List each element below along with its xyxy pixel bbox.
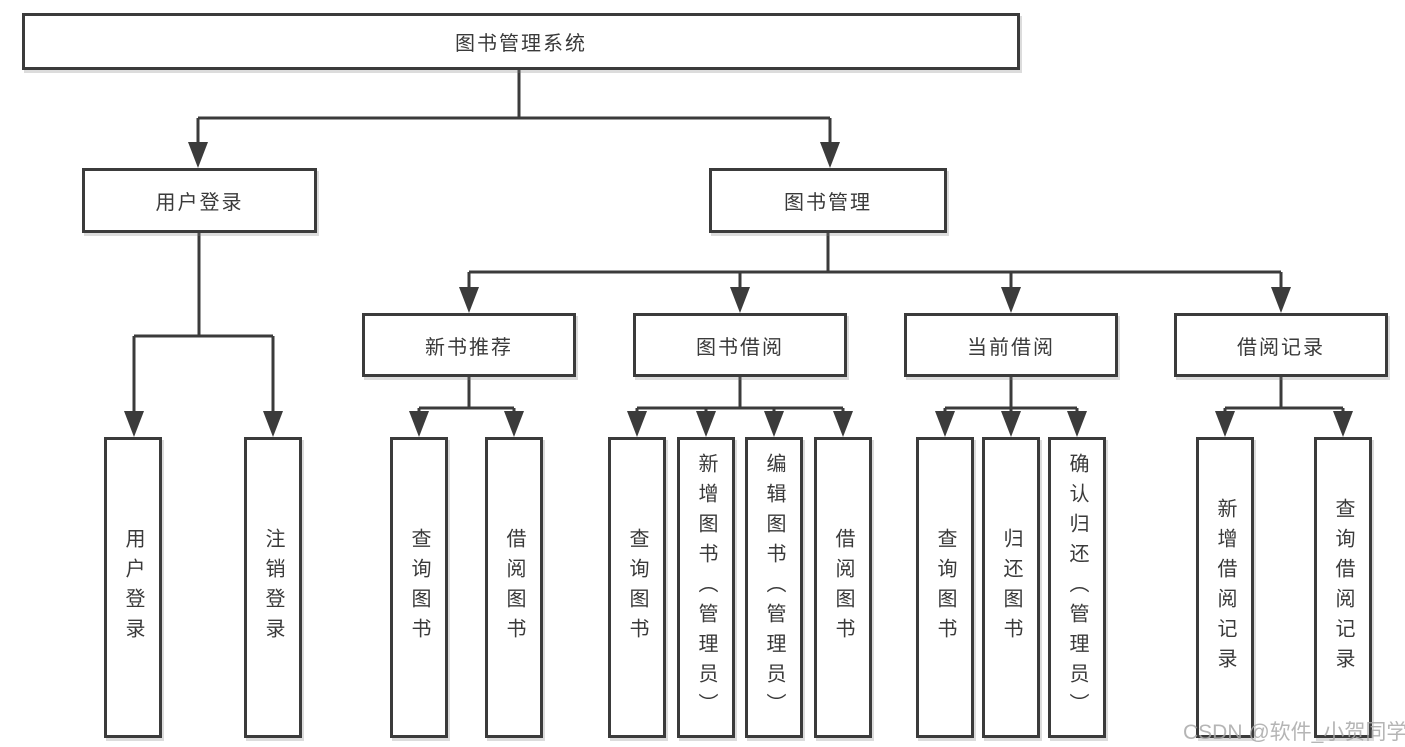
node-label: 借阅图书	[503, 527, 525, 648]
arrowhead-icon	[1067, 411, 1087, 437]
node-label: 图书管理系统	[455, 33, 587, 55]
arrowhead-icon	[1001, 287, 1021, 313]
node-edit-book-admin: 编辑图书（管理员）	[745, 437, 803, 738]
node-query-books-recommend: 查询图书	[390, 437, 448, 738]
arrowhead-icon	[833, 411, 853, 437]
node-label: 图书管理	[784, 192, 872, 214]
arrowhead-icon	[459, 287, 479, 313]
arrowhead-icon	[188, 142, 208, 168]
arrowhead-icon	[124, 411, 144, 437]
node-borrow-books-recommend: 借阅图书	[485, 437, 543, 738]
arrowhead-icon	[627, 411, 647, 437]
node-user-login-leaf: 用户登录	[104, 437, 162, 738]
node-library-system: 图书管理系统	[22, 13, 1020, 70]
arrowhead-icon	[1001, 411, 1021, 437]
node-add-borrow-record: 新增借阅记录	[1196, 437, 1254, 738]
node-label: 查询借阅记录	[1332, 497, 1354, 678]
arrowhead-icon	[1215, 411, 1235, 437]
node-label: 查询图书	[626, 527, 648, 648]
node-query-borrow-record: 查询借阅记录	[1314, 437, 1372, 738]
arrowhead-icon	[820, 142, 840, 168]
arrowhead-icon	[935, 411, 955, 437]
node-borrow-books-borrowing: 借阅图书	[814, 437, 872, 738]
node-label: 查询图书	[934, 527, 956, 648]
node-label: 新增图书（管理员）	[695, 452, 717, 723]
node-label: 确认归还（管理员）	[1066, 452, 1088, 723]
node-label: 图书借阅	[696, 336, 784, 359]
node-book-borrowing: 图书借阅	[633, 313, 847, 377]
arrowhead-icon	[1333, 411, 1353, 437]
node-add-book-admin: 新增图书（管理员）	[677, 437, 735, 738]
node-label: 新书推荐	[425, 336, 513, 359]
node-book-management: 图书管理	[709, 168, 947, 233]
arrowhead-icon	[1271, 287, 1291, 313]
node-label: 编辑图书（管理员）	[763, 452, 785, 723]
arrowhead-icon	[263, 411, 283, 437]
arrowhead-icon	[764, 411, 784, 437]
node-borrowing-records: 借阅记录	[1174, 313, 1388, 377]
node-label: 用户登录	[155, 192, 244, 214]
node-user-login: 用户登录	[82, 168, 317, 233]
node-label: 新增借阅记录	[1214, 497, 1236, 678]
node-label: 借阅图书	[832, 527, 854, 648]
node-new-book-recommend: 新书推荐	[362, 313, 576, 377]
node-label: 用户登录	[122, 527, 144, 648]
arrowhead-icon	[730, 287, 750, 313]
node-return-book: 归还图书	[982, 437, 1040, 738]
node-current-borrowing: 当前借阅	[904, 313, 1118, 377]
node-confirm-return-admin: 确认归还（管理员）	[1048, 437, 1106, 738]
node-logout-leaf: 注销登录	[244, 437, 302, 738]
arrowhead-icon	[696, 411, 716, 437]
node-label: 借阅记录	[1237, 336, 1325, 359]
arrowhead-icon	[409, 411, 429, 437]
arrowhead-icon	[504, 411, 524, 437]
node-label: 归还图书	[1000, 527, 1022, 648]
node-query-books-current: 查询图书	[916, 437, 974, 738]
node-label: 注销登录	[262, 527, 284, 648]
node-label: 当前借阅	[967, 336, 1055, 359]
node-query-books-borrowing: 查询图书	[608, 437, 666, 738]
node-label: 查询图书	[408, 527, 430, 648]
